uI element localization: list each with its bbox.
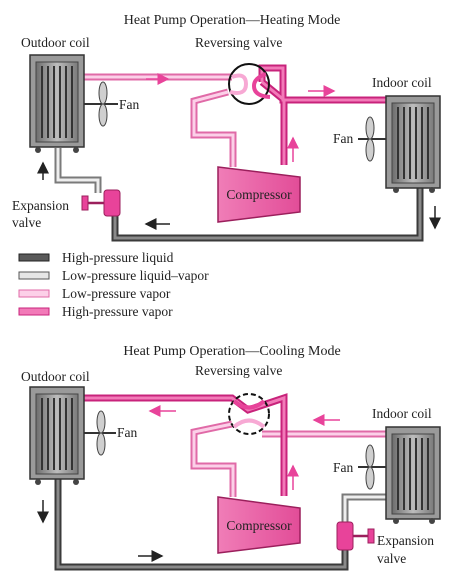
heating-expansion-valve-icon xyxy=(81,189,121,217)
cooling-pipe-high-pressure-liquid xyxy=(54,478,349,571)
cooling-reversing-valve xyxy=(228,393,270,435)
heating-pipe-low-pressure-liquid-vapor xyxy=(54,148,102,193)
cooling-outdoor-coil xyxy=(29,386,85,485)
heating-outdoor-fan-label: Fan xyxy=(119,97,140,112)
heating-diagram: Heat Pump Operation—Heating Mode Outdoor… xyxy=(12,13,441,242)
heating-indoor-coil xyxy=(385,95,441,193)
cooling-indoor-fan-icon xyxy=(358,444,386,490)
heating-expansion-label-1: Expansion xyxy=(12,198,69,213)
cooling-diagram: Heat Pump Operation—Cooling Mode Outdoor… xyxy=(21,344,441,571)
heating-reversing-valve xyxy=(228,63,270,105)
legend-item-high-pressure-liquid: High-pressure liquid xyxy=(18,250,174,265)
cooling-outdoor-fan-label: Fan xyxy=(117,425,138,440)
heating-outdoor-fan-icon xyxy=(84,81,118,127)
cooling-compressor xyxy=(217,496,301,554)
heating-reversing-valve-label: Reversing valve xyxy=(195,35,282,50)
legend-label-low-pressure-liquid-vapor: Low-pressure liquid–vapor xyxy=(62,268,209,283)
heating-compressor-label: Compressor xyxy=(226,187,292,202)
cooling-outdoor-coil-label: Outdoor coil xyxy=(21,369,90,384)
cooling-pipe-low-pressure-liquid-vapor xyxy=(341,493,386,522)
cooling-reversing-valve-label: Reversing valve xyxy=(195,363,282,378)
legend-label-high-pressure-vapor: High-pressure vapor xyxy=(62,304,173,319)
cooling-indoor-fan-label: Fan xyxy=(333,460,354,475)
cooling-pipe-high-pressure-vapor xyxy=(84,393,288,496)
cooling-indoor-coil xyxy=(385,426,441,524)
heating-outdoor-coil-label: Outdoor coil xyxy=(21,35,90,50)
legend-label-low-pressure-vapor: Low-pressure vapor xyxy=(62,286,171,301)
heating-compressor xyxy=(217,166,301,223)
cooling-expansion-label-2: valve xyxy=(377,551,406,566)
legend-item-low-pressure-liquid-vapor: Low-pressure liquid–vapor xyxy=(18,268,209,283)
legend: High-pressure liquid Low-pressure liquid… xyxy=(18,250,209,319)
legend-label-high-pressure-liquid: High-pressure liquid xyxy=(62,250,174,265)
heating-indoor-coil-label: Indoor coil xyxy=(372,75,432,90)
cooling-outdoor-fan-icon xyxy=(84,410,116,456)
cooling-indoor-coil-label: Indoor coil xyxy=(372,406,432,421)
heating-expansion-label-2: valve xyxy=(12,215,41,230)
heating-indoor-fan-label: Fan xyxy=(333,131,354,146)
cooling-expansion-label-1: Expansion xyxy=(377,533,434,548)
heating-title: Heat Pump Operation—Heating Mode xyxy=(124,13,341,28)
heating-indoor-fan-icon xyxy=(358,116,386,162)
legend-item-high-pressure-vapor: High-pressure vapor xyxy=(18,304,173,319)
cooling-compressor-label: Compressor xyxy=(226,518,292,533)
cooling-title: Heat Pump Operation—Cooling Mode xyxy=(123,344,340,359)
heating-outdoor-coil xyxy=(29,54,85,153)
cooling-expansion-valve-icon xyxy=(336,521,375,551)
legend-item-low-pressure-vapor: Low-pressure vapor xyxy=(18,286,171,301)
